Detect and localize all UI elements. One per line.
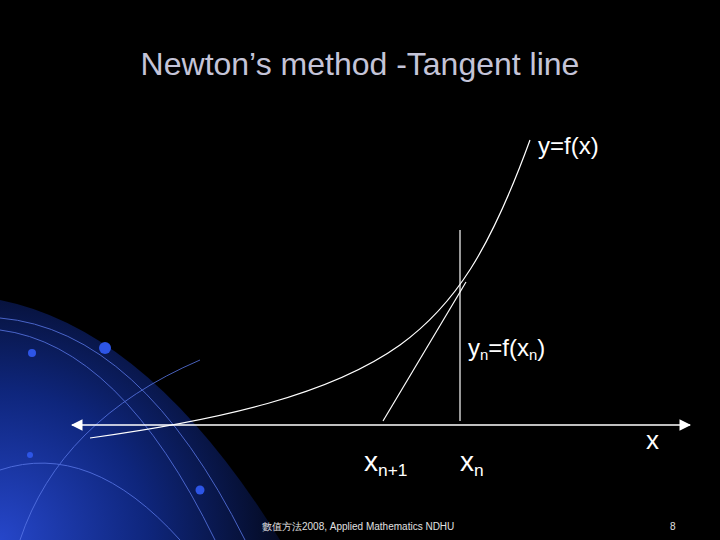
axis-label: xn <box>460 446 484 481</box>
vertical-line <box>459 230 460 421</box>
axis-label: xn+1 <box>364 446 407 481</box>
x-axis <box>72 424 690 425</box>
function-curve <box>90 140 530 438</box>
decor-arcs <box>0 318 245 540</box>
footer-note: 數值方法2008, Applied Mathematics NDHU <box>262 521 454 533</box>
axis-label: x <box>646 426 659 456</box>
tangent-line <box>383 282 466 421</box>
point-label: yn=f(xn) <box>468 334 545 365</box>
decor-dots <box>27 342 205 495</box>
slide-title: Newton’s method -Tangent line <box>0 46 720 83</box>
curve-label: y=f(x) <box>538 132 599 160</box>
corner-glow <box>0 300 280 540</box>
page-number: 8 <box>670 521 676 533</box>
